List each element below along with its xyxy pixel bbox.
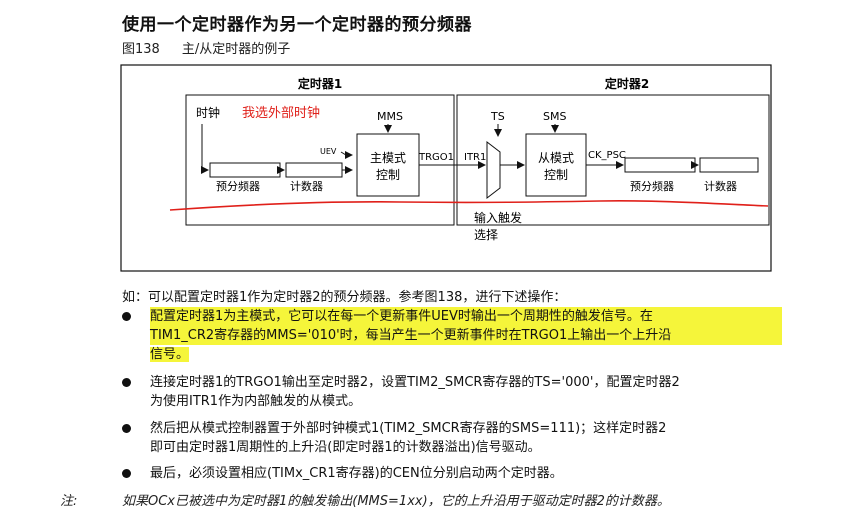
itr1-label: ITR1 [464, 152, 486, 163]
timer2-label: 定时器2 [605, 76, 649, 91]
bullet-line: 连接定时器1的TRGO1输出至定时器2，设置TIM2_SMCR寄存器的TS='0… [150, 375, 680, 390]
bullet-dot [122, 424, 131, 433]
bullet-line: 最后，必须设置相应(TIMx_CR1寄存器)的CEN位分别启动两个定时器。 [150, 466, 563, 481]
bullet-line: 为使用ITR1作为内部触发的从模式。 [150, 394, 362, 409]
figure-caption-text: 主/从定时器的例子 [181, 42, 291, 57]
bullet-item: 最后，必须设置相应(TIMx_CR1寄存器)的CEN位分别启动两个定时器。 [122, 464, 782, 483]
bullet-line: 信号。 [150, 347, 190, 362]
counter1-box [285, 162, 343, 178]
note-text: 如果OCx已被选中为定时器1的触发输出(MMS=1xx)，它的上升沿用于驱动定时… [122, 494, 670, 509]
ck-psc-label: CK_PSC [588, 150, 626, 161]
intro-text: 如：可以配置定时器1作为定时器2的预分频器。参考图138，进行下述操作： [122, 290, 567, 305]
external-clock-annotation: 我选外部时钟 [242, 105, 320, 121]
bullet-line: 即可由定时器1周期性的上升沿(即定时器1的计数器溢出)信号驱动。 [150, 440, 541, 455]
note-label: 注: [60, 494, 78, 509]
bullet-item: 配置定时器1为主模式，它可以在每一个更新事件UEV时输出一个周期性的触发信号。在… [122, 307, 782, 364]
master-mode-line1: 主模式 [370, 151, 406, 165]
mms-label: MMS [377, 110, 403, 123]
slave-mode-line1: 从模式 [538, 151, 574, 165]
prescaler1-label: 预分频器 [216, 179, 260, 193]
master-mode-line2: 控制 [376, 168, 400, 182]
master-mode-control-box [356, 133, 420, 197]
bullet-line: TIM1_CR2寄存器的MMS='010'时，每当产生一个更新事件时在TRGO1… [150, 326, 782, 345]
timer1-label: 定时器1 [298, 76, 342, 91]
input-trigger-mux [486, 140, 501, 200]
counter2-box [699, 157, 759, 173]
sms-label: SMS [543, 110, 566, 123]
prescaler2-box [624, 157, 696, 173]
trgo1-label: TRGO1 [418, 152, 454, 163]
note: 注: 如果OCx已被选中为定时器1的触发输出(MMS=1xx)，它的上升沿用于驱动… [60, 490, 670, 509]
clock-label: 时钟 [196, 105, 220, 120]
bullet-item: 然后把从模式控制器置于外部时钟模式1(TIM2_SMCR寄存器的SMS=111)… [122, 419, 782, 457]
input-trigger-line2: 选择 [474, 228, 498, 242]
bullet-dot [122, 378, 131, 387]
figure-number: 图138 [122, 42, 160, 57]
slave-mode-control-box [525, 133, 587, 197]
section-title: 使用一个定时器作为另一个定时器的预分频器 [122, 15, 472, 35]
ts-label: TS [490, 110, 505, 123]
uev-label: UEV [320, 147, 337, 156]
prescaler1-box [209, 162, 281, 178]
timer2-box [456, 94, 770, 226]
bullet-item: 连接定时器1的TRGO1输出至定时器2，设置TIM2_SMCR寄存器的TS='0… [122, 373, 782, 411]
bullet-dot [122, 469, 131, 478]
bullet-dot [122, 312, 131, 321]
figure-caption: 图138 主/从定时器的例子 [122, 38, 290, 57]
input-trigger-line1: 输入触发 [474, 210, 522, 225]
bullet-line: 然后把从模式控制器置于外部时钟模式1(TIM2_SMCR寄存器的SMS=111)… [150, 421, 667, 436]
counter1-label: 计数器 [290, 180, 323, 193]
timer1-box [185, 94, 455, 226]
red-underline-mark [169, 200, 769, 211]
slave-mode-line2: 控制 [544, 168, 568, 182]
timer-diagram: 定时器1 定时器2 时钟 我选外部时钟 预分频器 计数器 UEV MMS 主模式… [120, 64, 772, 272]
counter2-label: 计数器 [704, 180, 737, 193]
bullet-line: 配置定时器1为主模式，它可以在每一个更新事件UEV时输出一个周期性的触发信号。在 [150, 307, 782, 326]
prescaler2-label: 预分频器 [630, 179, 674, 193]
